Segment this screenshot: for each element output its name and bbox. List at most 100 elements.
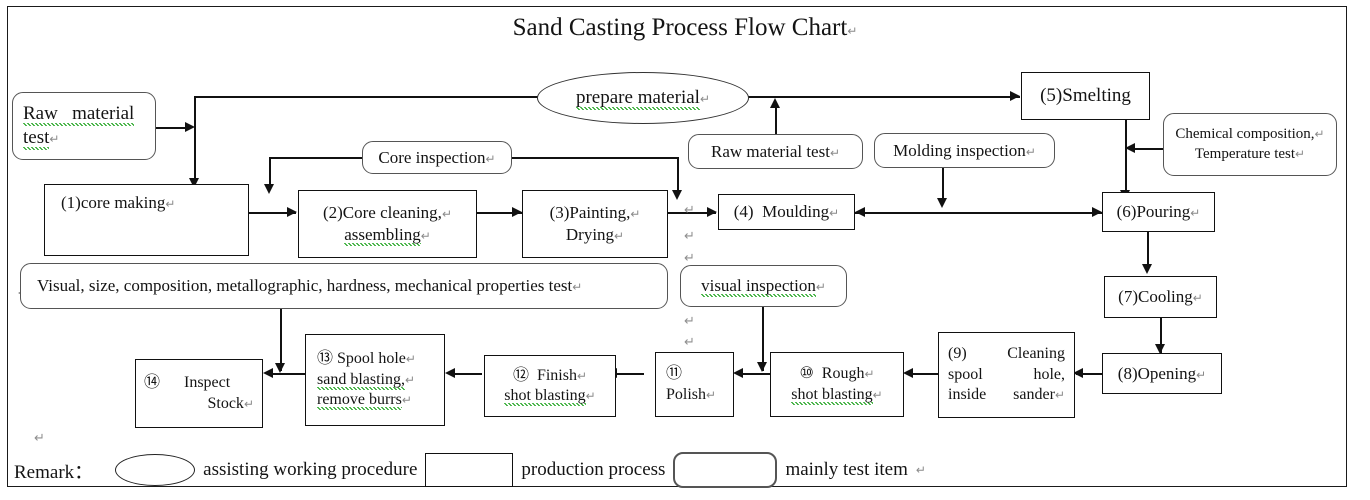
pilcrow-mark: ↵ [614,229,625,243]
node-spool-hole[interactable]: ⑬ Spool hole↵ sand blasting,↵ remove bur… [305,334,445,426]
node-molding-inspection[interactable]: Molding inspection↵ [874,133,1055,168]
connector-cooling-to-opening [1160,317,1162,355]
node-text: (9) Cleaning [948,345,1065,363]
arrowhead-into-cleaning [287,207,297,217]
node-text: (2)Core cleaning, [322,203,442,223]
node-core-inspection[interactable]: Core inspection↵ [362,141,512,174]
node-text: ⑫ Finish [512,366,577,384]
node-opening[interactable]: (8)Opening↵ [1102,353,1222,394]
connector-moldinginspection-down [942,168,944,204]
legend-ellipse-shape [115,454,196,486]
node-text: Drying [565,225,615,244]
connector-rough-to-polish [738,373,770,375]
pilcrow-mark: ↵ [829,206,840,221]
arrowhead-into-moulding-right [855,207,865,217]
node-smelting[interactable]: (5)Smelting [1021,72,1150,120]
arrowhead-chemical-left [1125,143,1135,153]
arrowhead-moldinginspection-down [937,198,947,208]
node-core-cleaning[interactable]: (2)Core cleaning,↵ assembling↵ [298,190,477,258]
node-text: Core inspection [378,147,486,167]
legend-rounded-shape [673,452,778,488]
node-text: (8)Opening [1117,363,1197,383]
pilcrow-mark: ↵ [401,393,412,408]
node-text: Raw material [23,102,135,126]
node-text: (5)Smelting [1040,84,1131,106]
arrowhead-into-polish [733,368,743,378]
pilcrow-mark: ↵ [49,132,60,146]
node-polish[interactable]: ⑪ Polish↵ [655,352,734,417]
node-text: shot blasting [504,387,586,406]
arrowhead-into-inspect [263,368,273,378]
node-core-making[interactable]: (1)core making↵ [44,184,249,256]
node-text: ⑬ Spool hole [317,350,406,368]
page-title: Sand Casting Process Flow Chart↵ [0,14,1370,42]
pilcrow-mark: ↵ [829,145,841,160]
connector-finish-to-spool [450,373,482,375]
node-cooling[interactable]: (7)Cooling↵ [1104,276,1217,318]
node-properties-test[interactable]: Visual, size, composition, metallographi… [20,263,668,309]
connector-prepare-to-smelting [748,96,1020,98]
node-pouring[interactable]: (6)Pouring↵ [1102,192,1215,232]
node-rough-shot-blasting[interactable]: ⑩ Rough↵ shot blasting↵ [770,352,904,417]
node-chemical-composition[interactable]: Chemical composition,↵ Temperature test↵ [1163,113,1337,176]
connector-polish-to-finish [612,373,644,375]
node-visual-inspection[interactable]: visual inspection↵ [680,265,847,307]
node-text: inside sander [948,386,1055,404]
stray-pilcrow: ↵ [684,202,695,217]
connector-coreinspection-down [269,157,271,190]
pilcrow-mark: ↵ [1196,367,1207,382]
stray-pilcrow: ↵ [34,430,45,445]
legend: Remark： assisting working procedure prod… [14,450,1014,490]
connector-coreinspection-left [269,157,362,159]
node-text: test [23,127,50,150]
arrowhead-into-smelting [1010,91,1020,101]
arrowhead-rawtest-right [185,122,195,132]
node-text: (6)Pouring [1116,202,1191,222]
connector-coreinspection-right-down [677,157,679,195]
node-text: remove burrs [317,391,402,411]
pilcrow-mark: ↵ [1025,144,1036,159]
stray-pilcrow: ↵ [684,250,695,265]
node-text: spool hole, [948,365,1065,383]
node-text: ⑭ Inspect [144,374,231,392]
node-text: (4) Moulding [733,202,830,222]
pilcrow-mark: ↵ [405,352,416,367]
legend-test-label: mainly test item [785,459,908,480]
connector-smelting-to-pouring [1125,120,1127,198]
connector-propertiestest-down [280,309,282,371]
node-raw-material-test-left[interactable]: Raw material test↵ [12,92,156,160]
connector-opening-to-cleaning9 [1076,373,1106,375]
pilcrow-mark: ↵ [1190,206,1201,221]
arrowhead-coreinspection-right-down [672,190,682,200]
connector-rawtest-to-junction [155,127,187,129]
node-moulding[interactable]: (4) Moulding↵ [718,194,855,230]
pilcrow-mark: ↵ [420,229,431,243]
node-inspect-stock[interactable]: ⑭ Inspect Stock↵ [135,359,263,428]
node-text: Visual, size, composition, metallographi… [37,276,573,296]
node-raw-material-test-mid[interactable]: Raw material test↵ [688,134,863,169]
node-cleaning-spool[interactable]: (9) Cleaning spool hole, inside sander↵ [938,332,1075,418]
legend-rectangle-shape [425,453,514,487]
connector-coreinspection-right [511,157,679,159]
pilcrow-mark: ↵ [864,367,875,382]
connector-spool-to-inspect [272,373,306,375]
pilcrow-mark: ↵ [630,207,641,222]
title-pilcrow: ↵ [847,24,858,38]
node-text: ⑪ [666,365,683,383]
connector-pouring-to-cooling [1147,232,1149,270]
arrowhead-into-spool [445,368,455,378]
node-finish-shot-blasting[interactable]: ⑫ Finish↵ shot blasting↵ [484,355,616,417]
arrowhead-visualinspection-down [757,362,767,372]
legend-pilcrow: ↵ [915,463,926,477]
pilcrow-mark: ↵ [243,396,254,411]
stray-pilcrow: ↵ [684,228,695,243]
pilcrow-mark: ↵ [576,368,588,383]
arrowhead-into-cleaning9 [1073,368,1083,378]
arrowhead-propertiestest-down [275,363,285,373]
stray-pilcrow: ↵ [684,313,695,328]
node-prepare-material[interactable]: prepare material↵ [537,72,749,124]
arrowhead-into-rough [903,368,913,378]
node-painting-drying[interactable]: (3)Painting,↵ Drying↵ [522,190,668,258]
connector-prepare-to-left [194,96,544,98]
